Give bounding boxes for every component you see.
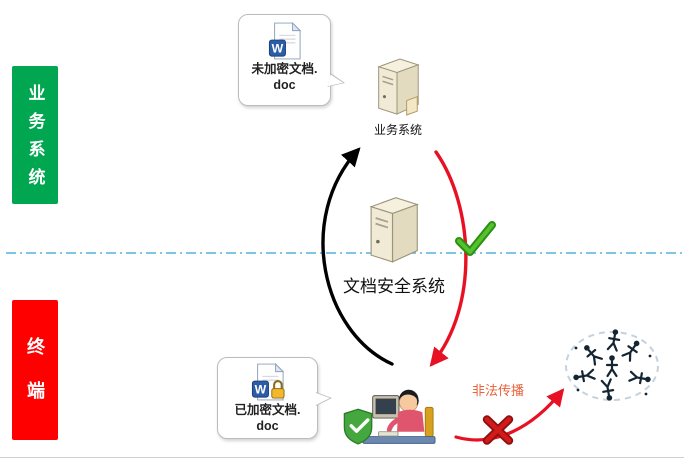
security-server-icon [361,194,424,269]
zone-terminal: 终端 [12,300,58,440]
word-doc-icon: W [268,22,301,60]
security-server-label: 文档安全系统 [343,277,445,296]
business-server-label: 业务系统 [373,123,422,137]
word-doc-locked-icon: W [251,363,285,401]
callout-encrypted-doc: W 已加密文档. doc [217,357,332,439]
doc-chip-icon [406,95,418,116]
shield-check-icon [343,408,373,445]
word-letter: W [254,382,266,396]
user-at-computer-icon [342,382,454,457]
callout-text-line2: doc [256,418,279,433]
red-x-icon [479,413,517,448]
illegal-spread-label: 非法传播 [472,383,525,398]
zone-business-label: 业务系统 [25,84,45,196]
callout-unencrypted-text: 未加密文档. doc [252,62,318,93]
green-check-icon [453,220,497,260]
business-server-icon [370,56,424,120]
zone-business-system: 业务系统 [12,66,58,204]
callout-text-line2: doc [273,77,296,92]
callout-unencrypted-doc: W 未加密文档. doc [238,14,347,106]
callout-text-line1: 已加密文档. [234,403,301,417]
word-letter: W [271,41,283,55]
lock-icon [270,380,285,399]
callout-text-line1: 未加密文档. [251,62,318,76]
callout-encrypted-text: 已加密文档. doc [235,403,301,434]
zone-terminal-label: 终端 [25,337,45,425]
scattered-people-icon [562,326,662,406]
callout-tail-fill [316,393,330,405]
